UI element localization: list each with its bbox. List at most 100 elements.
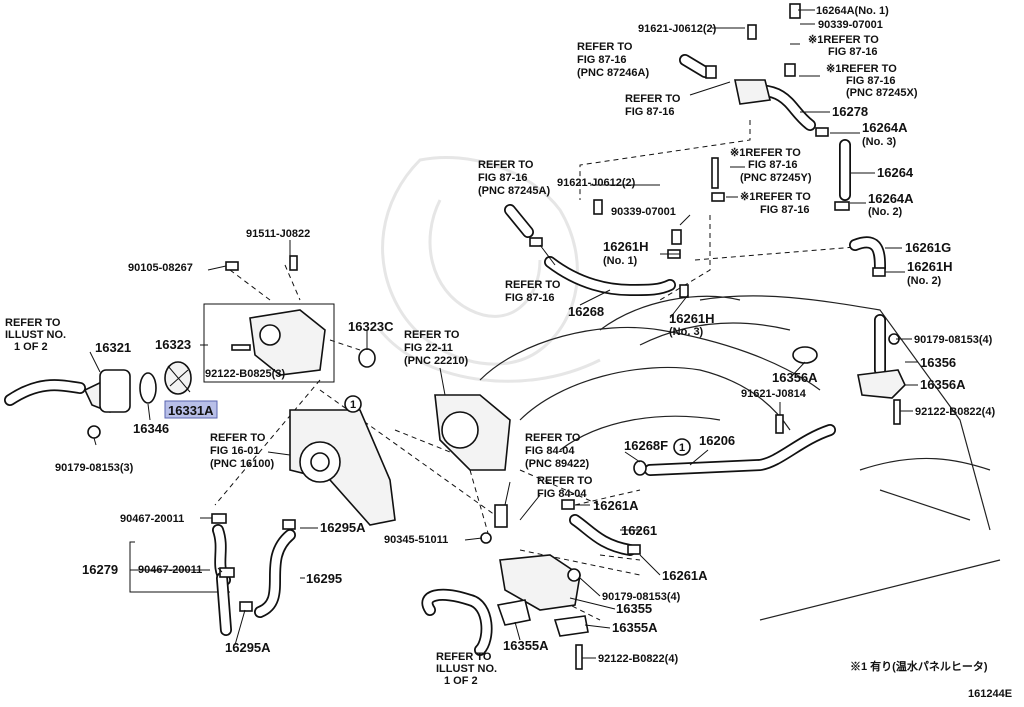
assembly-bracket-16323 <box>203 303 335 383</box>
ref-i-line1[interactable]: REFER TO <box>5 317 61 329</box>
label-16355[interactable]: 16355 <box>616 601 652 616</box>
ref-i-line3[interactable]: 1 OF 2 <box>14 341 48 353</box>
label-16206[interactable]: 16206 <box>699 433 735 448</box>
label-90467-b[interactable]: 90467-20011 <box>138 564 202 576</box>
ref-a-line1[interactable]: ※1REFER TO <box>808 34 879 46</box>
label-16261H-no3b[interactable]: (No. 3) <box>669 326 704 338</box>
label-91621-mid[interactable]: 91621-J0612(2) <box>557 177 636 189</box>
label-90339-top[interactable]: 90339-07001 <box>818 19 883 31</box>
ref-j-line1[interactable]: REFER TO <box>404 329 460 341</box>
label-90345[interactable]: 90345-51011 <box>384 534 448 546</box>
label-16261G[interactable]: 16261G <box>905 240 951 255</box>
ref-m-line2[interactable]: FIG 84-04 <box>537 488 587 500</box>
circle-ref-1b: 1 <box>673 438 691 456</box>
label-16261[interactable]: 16261 <box>621 523 657 538</box>
diagram-id: 161244E <box>968 688 1012 700</box>
label-90179-a[interactable]: 90179-08153(3) <box>55 462 134 474</box>
ref-k-line2[interactable]: FIG 16-01 <box>210 445 260 457</box>
ref-c-line2[interactable]: FIG 87-16 <box>577 54 627 66</box>
assembly-bracket-16279 <box>129 541 230 593</box>
ref-c-line3[interactable]: (PNC 87246A) <box>577 67 649 79</box>
label-16261H-no2b[interactable]: (No. 2) <box>907 275 942 287</box>
engine-block-outline <box>479 295 1001 621</box>
label-90339-mid[interactable]: 90339-07001 <box>611 206 676 218</box>
ref-e-line2[interactable]: FIG 87-16 <box>748 159 798 171</box>
label-16264A-no2b[interactable]: (No. 2) <box>868 206 903 218</box>
label-16355A[interactable]: 16355A <box>612 620 658 635</box>
watermark-emblem <box>378 155 601 383</box>
label-90179-b[interactable]: 90179-08153(4) <box>602 591 681 603</box>
ref-j-line2[interactable]: FIG 22-11 <box>404 342 453 354</box>
svg-text:1: 1 <box>350 399 356 411</box>
ref-j-line3[interactable]: (PNC 22210) <box>404 355 469 367</box>
label-16264A-no2a[interactable]: 16264A <box>868 191 914 206</box>
label-90467-a[interactable]: 90467-20011 <box>120 513 184 525</box>
label-92122-r[interactable]: 92122-B0822(4) <box>915 406 995 418</box>
part-16331A[interactable]: 16331A <box>168 403 214 418</box>
label-16321[interactable]: 16321 <box>95 340 131 355</box>
ref-a-line2[interactable]: FIG 87-16 <box>828 46 878 58</box>
ref-n-line1[interactable]: REFER TO <box>436 651 492 663</box>
ref-n-line2[interactable]: ILLUST NO. <box>436 663 497 675</box>
label-16346[interactable]: 16346 <box>133 421 169 436</box>
label-16261H-no1b[interactable]: (No. 1) <box>603 255 638 267</box>
ref-d-line1[interactable]: REFER TO <box>625 93 681 105</box>
label-16261A-b[interactable]: 16261A <box>662 568 708 583</box>
svg-text:1: 1 <box>679 442 685 454</box>
label-91511[interactable]: 91511-J0822 <box>246 228 310 240</box>
ref-l-line2[interactable]: FIG 84-04 <box>525 445 575 457</box>
ref-k-line1[interactable]: REFER TO <box>210 432 266 444</box>
ref-g-line1[interactable]: ※1REFER TO <box>740 191 811 203</box>
ref-b-line1[interactable]: ※1REFER TO <box>826 63 897 75</box>
ref-g-line2[interactable]: FIG 87-16 <box>760 204 810 216</box>
label-92122-a[interactable]: 92122-B0825(3) <box>205 368 285 380</box>
label-91621-low[interactable]: 91621-J0814 <box>741 388 807 400</box>
label-16295A-b[interactable]: 16295A <box>225 640 271 655</box>
label-16295A-a[interactable]: 16295A <box>320 520 366 535</box>
ref-l-line3[interactable]: (PNC 89422) <box>525 458 590 470</box>
part-labels: 16264A(No. 1) 90339-07001 91621-J0612(2)… <box>5 5 1012 700</box>
label-16323C[interactable]: 16323C <box>348 319 394 334</box>
label-16264A-no3b[interactable]: (No. 3) <box>862 136 897 148</box>
label-16264A-no1[interactable]: 16264A(No. 1) <box>816 5 889 17</box>
ref-d-line2[interactable]: FIG 87-16 <box>625 106 675 118</box>
ref-f-line3[interactable]: (PNC 87245A) <box>478 185 550 197</box>
ref-e-line3[interactable]: (PNC 87245Y) <box>740 172 812 184</box>
ref-h-line2[interactable]: FIG 87-16 <box>505 292 555 304</box>
label-16278[interactable]: 16278 <box>832 104 868 119</box>
highlight-box-16331A <box>164 400 218 419</box>
label-16279[interactable]: 16279 <box>82 562 118 577</box>
label-16261H-no3a[interactable]: 16261H <box>669 311 715 326</box>
ref-b-line2[interactable]: FIG 87-16 <box>846 75 896 87</box>
label-16261H-no2a[interactable]: 16261H <box>907 259 953 274</box>
label-16355A-b[interactable]: 16355A <box>503 638 549 653</box>
label-16268[interactable]: 16268 <box>568 304 604 319</box>
label-91621-top[interactable]: 91621-J0612(2) <box>638 23 717 35</box>
label-16356A-b[interactable]: 16356A <box>920 377 966 392</box>
label-16356[interactable]: 16356 <box>920 355 956 370</box>
label-16268F[interactable]: 16268F <box>624 438 668 453</box>
ref-n-line3[interactable]: 1 OF 2 <box>444 675 478 687</box>
ref-k-line3[interactable]: (PNC 16100) <box>210 458 275 470</box>
ref-m-line1[interactable]: REFER TO <box>537 475 593 487</box>
ref-c-line1[interactable]: REFER TO <box>577 41 633 53</box>
label-16264[interactable]: 16264 <box>877 165 914 180</box>
label-16261H-no1a[interactable]: 16261H <box>603 239 649 254</box>
ref-b-line3[interactable]: (PNC 87245X) <box>846 87 918 99</box>
label-16261A-a[interactable]: 16261A <box>593 498 639 513</box>
ref-i-line2[interactable]: ILLUST NO. <box>5 329 66 341</box>
ref-e-line1[interactable]: ※1REFER TO <box>730 147 801 159</box>
label-16295[interactable]: 16295 <box>306 571 342 586</box>
ref-f-line1[interactable]: REFER TO <box>478 159 534 171</box>
label-16264A-no3a[interactable]: 16264A <box>862 120 908 135</box>
label-90105[interactable]: 90105-08267 <box>128 262 193 274</box>
label-90179-r[interactable]: 90179-08153(4) <box>914 334 993 346</box>
label-16356A-a[interactable]: 16356A <box>772 370 818 385</box>
ref-h-line1[interactable]: REFER TO <box>505 279 561 291</box>
circle-ref-1a: 1 <box>344 395 362 413</box>
ref-f-line2[interactable]: FIG 87-16 <box>478 172 528 184</box>
label-92122-b[interactable]: 92122-B0822(4) <box>598 653 678 665</box>
label-16323[interactable]: 16323 <box>155 337 191 352</box>
ref-l-line1[interactable]: REFER TO <box>525 432 581 444</box>
